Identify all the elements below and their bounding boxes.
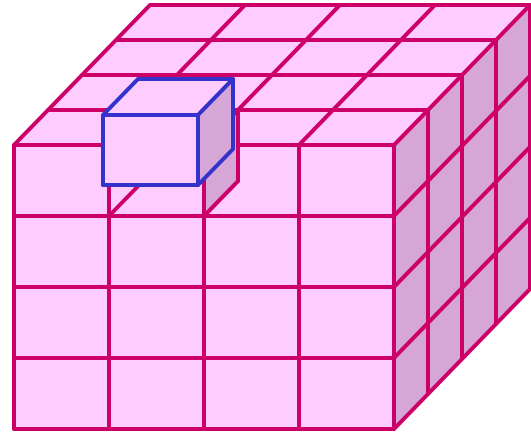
front-face <box>204 358 299 429</box>
front-face <box>204 216 299 287</box>
front-face <box>299 216 394 287</box>
front-face <box>109 358 204 429</box>
front-face <box>299 358 394 429</box>
front-face <box>14 358 109 429</box>
highlighted-unit-cube <box>103 79 233 185</box>
front-face <box>14 287 109 358</box>
front-face <box>109 216 204 287</box>
front-face <box>204 287 299 358</box>
highlight-front-face <box>103 115 198 185</box>
front-face <box>109 287 204 358</box>
front-face <box>299 145 394 216</box>
front-face <box>299 287 394 358</box>
front-face <box>14 216 109 287</box>
front-face <box>14 145 109 216</box>
